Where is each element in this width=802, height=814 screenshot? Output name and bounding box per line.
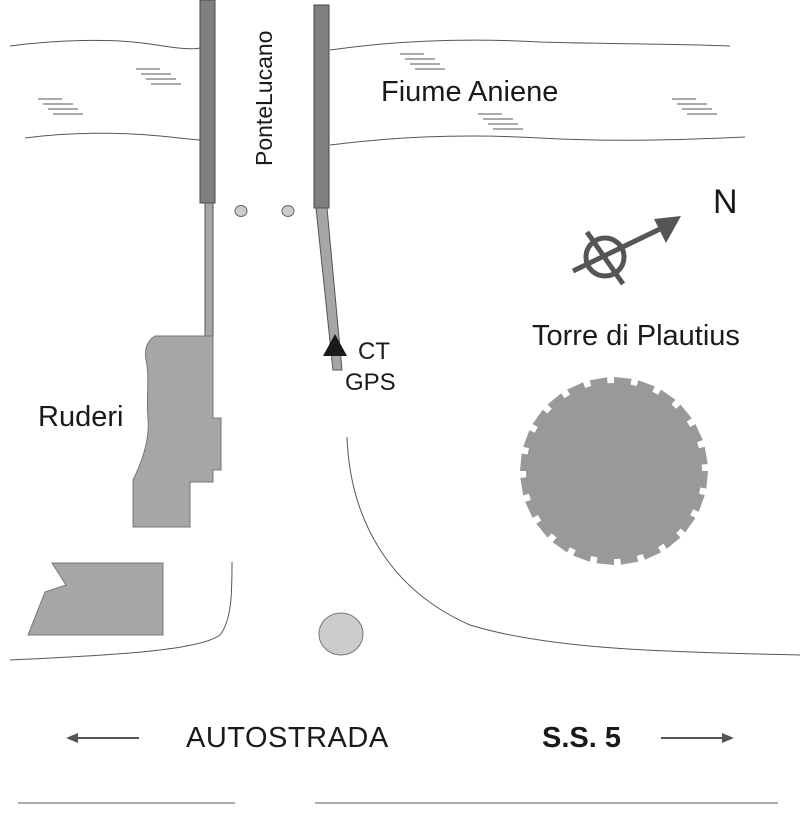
- river-bank-south-right: [329, 135, 746, 146]
- river-label: Fiume Aniene: [381, 76, 559, 108]
- bridge-label: Ponte Lucano: [236, 30, 292, 166]
- ruins-label: Ruderi: [38, 401, 124, 433]
- river-bank-south-left: [24, 132, 201, 141]
- bridge-wall-west: [199, 0, 216, 204]
- bridge-pillar-left: [234, 205, 248, 217]
- gps-label-ct: CT: [358, 338, 390, 365]
- roundabout: [318, 612, 364, 656]
- road-label-ss5: S.S. 5: [542, 722, 621, 754]
- river-bank-north-left: [9, 39, 201, 50]
- triangle-marker-icon: [323, 334, 347, 356]
- bridge-label-line2: Lucano: [251, 30, 277, 106]
- water-ripples: [38, 53, 717, 130]
- tower-outline: [520, 377, 708, 565]
- lower-left-building: [27, 562, 164, 636]
- gps-label-gps: GPS: [345, 369, 396, 396]
- compass-arrow-icon: [571, 216, 681, 286]
- road-curb-upper-left: [9, 561, 233, 661]
- tower-label: Torre di Plautius: [532, 320, 740, 352]
- arrow-right-icon: [661, 733, 734, 743]
- river-bank-north-right: [329, 39, 731, 51]
- west-wall-extension: [204, 202, 214, 339]
- bridge-wall-east: [313, 4, 330, 209]
- east-wall-extension: [315, 207, 343, 371]
- tower-of-plautius: [520, 377, 708, 565]
- bridge-pillar-right: [281, 205, 295, 217]
- ruins-structure: [132, 335, 222, 528]
- north-label: N: [713, 183, 738, 221]
- road-label-autostrada: AUTOSTRADA: [186, 722, 389, 754]
- bridge-label-line1: Ponte: [251, 105, 277, 166]
- road-curb-upper-right: [346, 436, 801, 656]
- arrow-left-icon: [66, 733, 139, 743]
